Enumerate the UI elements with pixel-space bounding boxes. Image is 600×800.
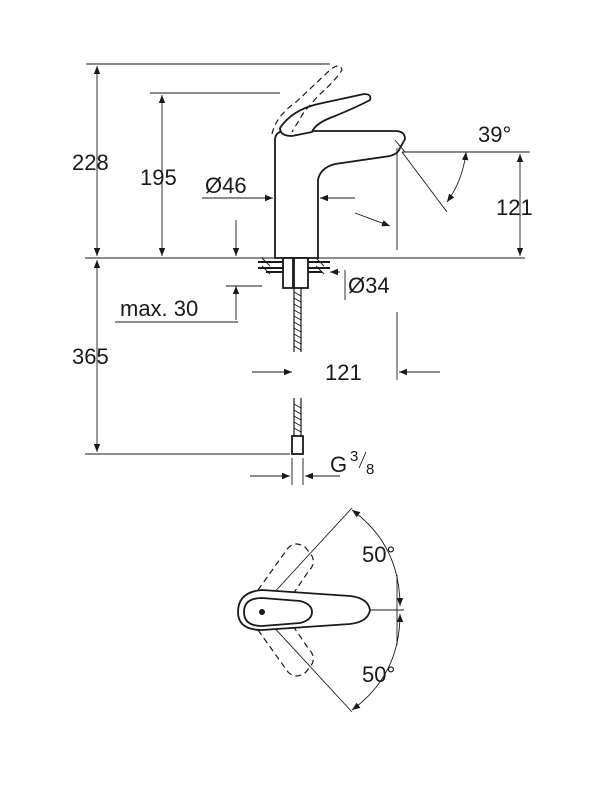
lever-position-down (257, 603, 314, 677)
dim-height-total: 228 (72, 150, 109, 175)
dim-thread-den: 8 (366, 461, 374, 478)
dim-thread-num: 3 (350, 448, 358, 465)
angle-up-label: 50° (362, 542, 395, 567)
lever-position-up (257, 543, 314, 617)
faucet-lever (279, 93, 372, 137)
threaded-stud (282, 257, 294, 289)
dim-height-spout: 195 (140, 165, 177, 190)
dim-diameter-body: Ø46 (205, 173, 247, 198)
dim-projection: 121 (325, 360, 362, 385)
supply-hose (291, 288, 304, 455)
arc-angle-39 (446, 151, 469, 203)
dim-spout-height-right: 121 (496, 195, 533, 220)
top-view: 50° 50° (237, 507, 404, 713)
arc-angle-down (351, 613, 404, 711)
mounting-nut (293, 257, 309, 289)
faucet-lever-raised (271, 65, 343, 135)
dim-hose-length: 365 (72, 344, 109, 369)
angle-down-label: 50° (362, 662, 395, 687)
dim-thread-letter: G (330, 452, 347, 477)
dim-max-thickness: max. 30 (120, 296, 198, 321)
dim-diameter-hole: Ø34 (348, 273, 390, 298)
side-view: 228 195 Ø46 max. 30 Ø34 39° 121 121 (72, 63, 533, 485)
arc-angle-up (351, 509, 404, 607)
faucet-body (274, 130, 406, 259)
dim-angle-spout: 39° (478, 122, 511, 147)
